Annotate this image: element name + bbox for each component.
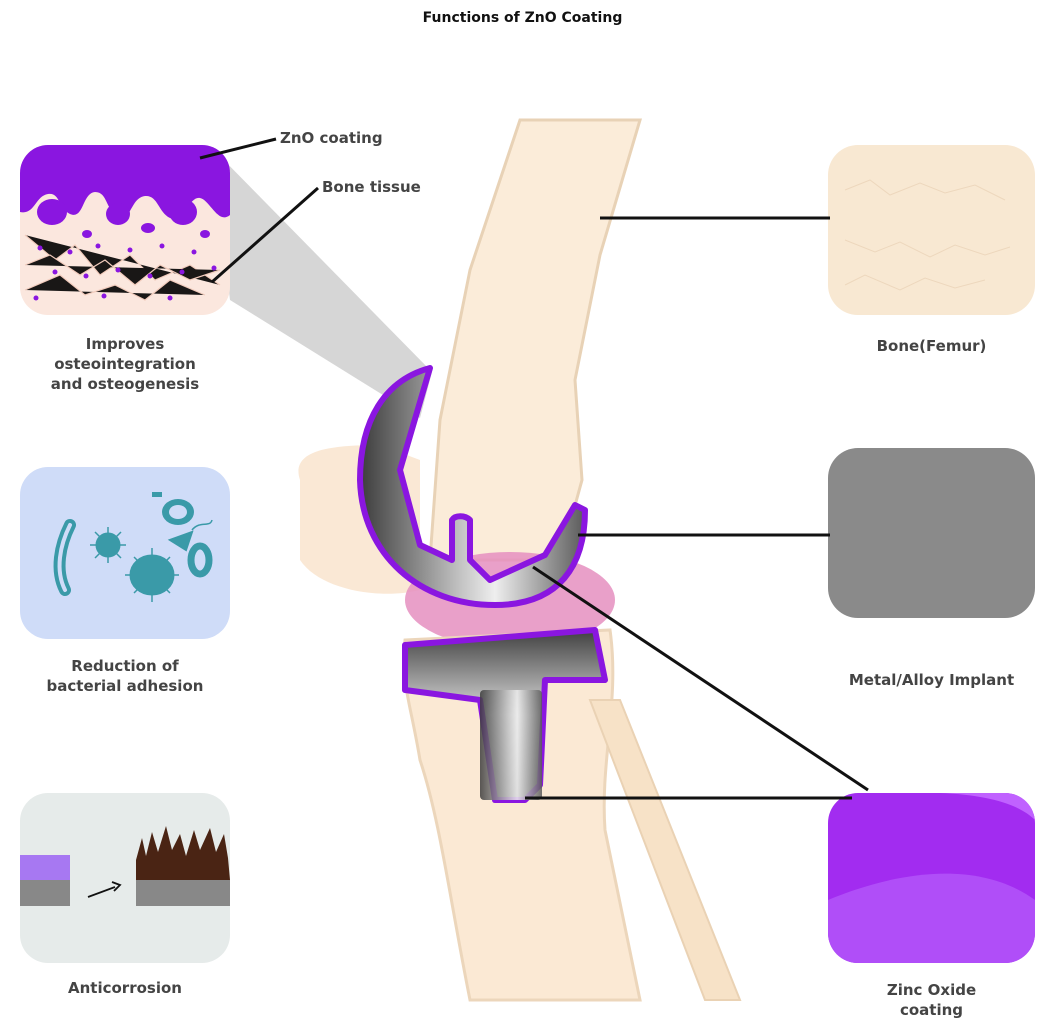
anticorrosion-panel <box>20 793 230 963</box>
material-label-zno: Zinc Oxide coating <box>818 980 1045 1020</box>
material-label-bone: Bone(Femur) <box>818 336 1045 356</box>
bacteria-panel <box>20 467 230 639</box>
zno-coating-callout: ZnO coating <box>280 128 383 148</box>
bone-tissue-callout: Bone tissue <box>322 177 421 197</box>
function-label-anticorrosion: Anticorrosion <box>10 978 240 998</box>
material-label-metal: Metal/Alloy Implant <box>818 670 1045 690</box>
coating-closeup-panel <box>20 145 230 315</box>
zno-swatch <box>828 793 1035 963</box>
metal-swatch <box>828 448 1035 618</box>
femur-bone <box>430 120 640 560</box>
bone-swatch <box>828 145 1035 315</box>
tibial-stem <box>480 690 542 800</box>
function-label-osteointegration: Improves osteointegration and osteogenes… <box>10 334 240 394</box>
function-label-bacteria: Reduction of bacterial adhesion <box>10 656 240 696</box>
